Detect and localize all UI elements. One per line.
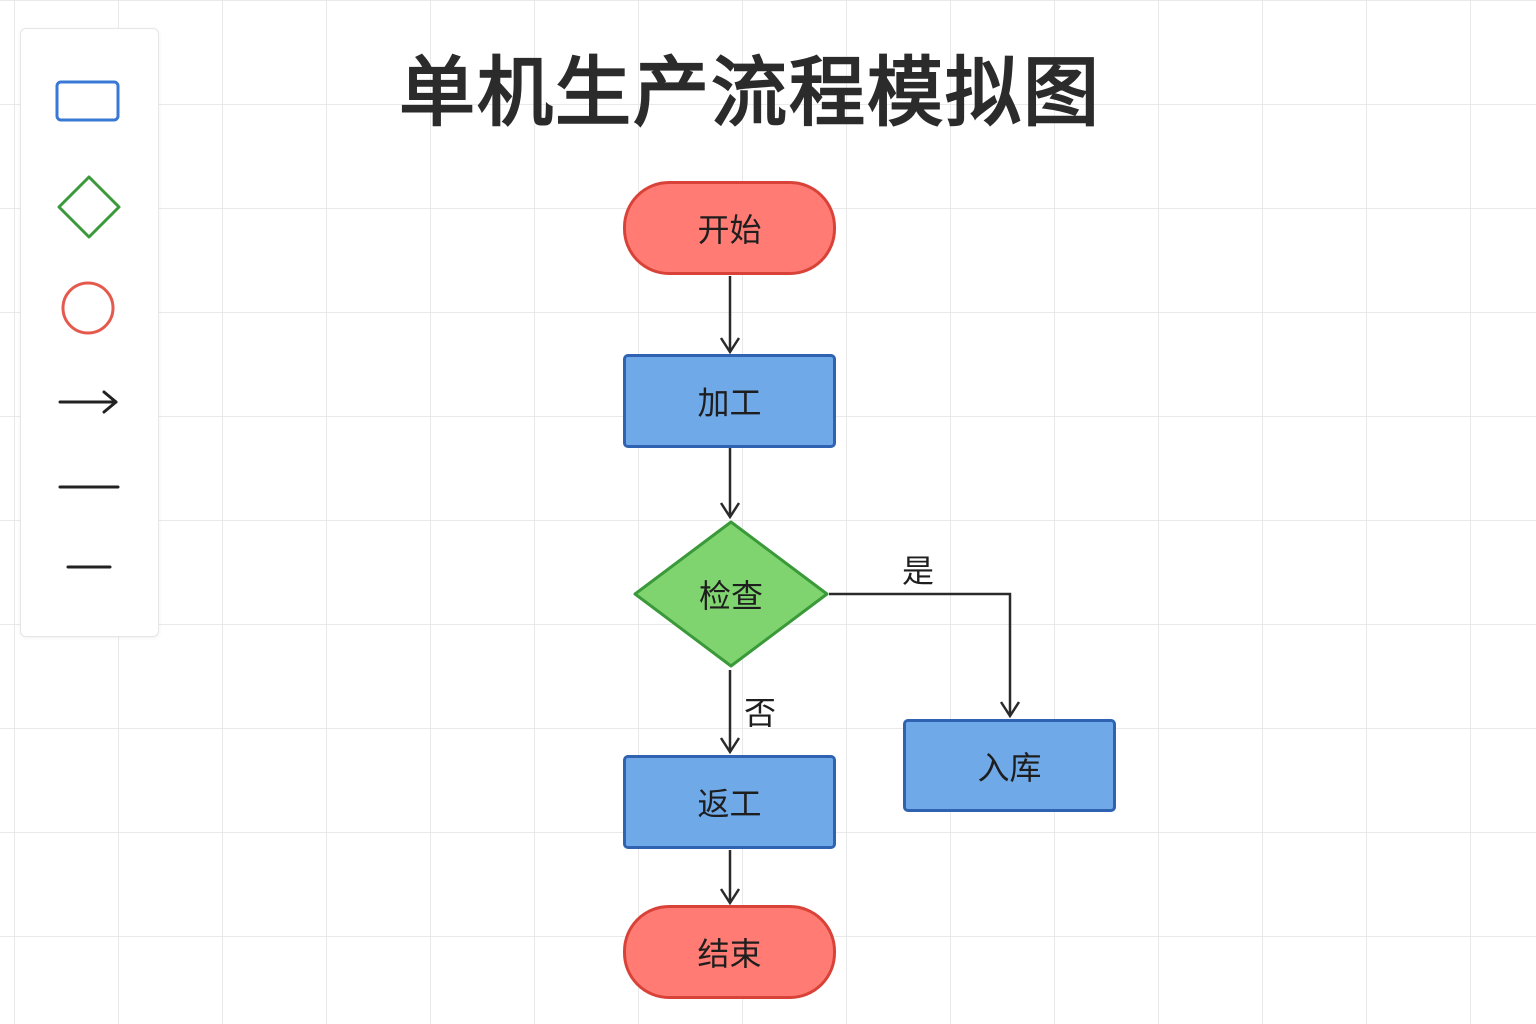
diamond-icon [57, 175, 121, 239]
line-icon [58, 485, 120, 489]
rework-node-label: 返工 [697, 785, 762, 823]
rework-node[interactable]: 返工 [623, 755, 836, 849]
arrow-process-to-check[interactable] [719, 448, 741, 520]
start-node-label: 开始 [697, 211, 762, 249]
short-line-tool[interactable] [39, 555, 139, 579]
diagram-title: 单机生产流程模拟图 [399, 48, 1101, 137]
store-node-label: 入库 [977, 748, 1042, 787]
edge-label-no: 否 [744, 694, 777, 732]
store-node[interactable]: 入库 [903, 719, 1116, 812]
check-decision-node[interactable]: 检查 [632, 519, 830, 669]
end-node-label: 结束 [697, 935, 762, 973]
start-node[interactable]: 开始 [623, 181, 836, 275]
circle-icon [61, 281, 115, 335]
circle-tool[interactable] [39, 279, 139, 337]
arrow-rework-to-end[interactable] [719, 850, 741, 906]
short-line-icon [66, 565, 112, 569]
end-node[interactable]: 结束 [623, 905, 836, 999]
rectangle-icon [55, 80, 120, 122]
edge-label-yes: 是 [902, 552, 935, 590]
arrow-icon [58, 390, 118, 414]
arrow-tool[interactable] [39, 387, 139, 417]
process-node[interactable]: 加工 [623, 354, 836, 448]
process-node-label: 加工 [697, 384, 762, 422]
arrow-check-to-rework[interactable] [719, 670, 741, 755]
diamond-tool[interactable] [39, 175, 139, 239]
check-node-label: 检查 [698, 577, 763, 615]
arrow-check-to-store[interactable] [829, 592, 1021, 719]
rectangle-tool[interactable] [39, 73, 139, 129]
decision-diamond-shape [633, 520, 829, 668]
line-tool[interactable] [39, 475, 139, 499]
shape-palette [20, 28, 159, 637]
arrow-start-to-process[interactable] [719, 276, 741, 355]
